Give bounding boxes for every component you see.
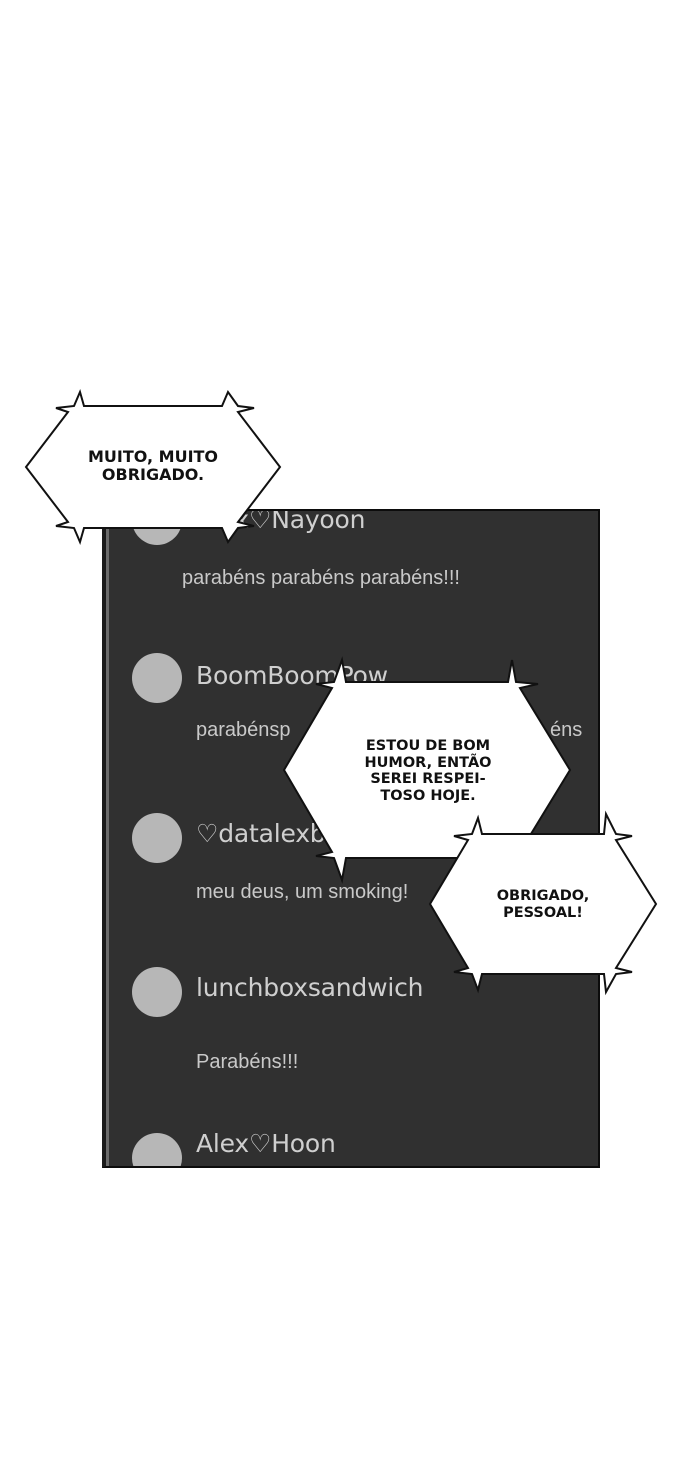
bubble-line: ESTOU DE BOM bbox=[365, 738, 491, 754]
comment-message: meu deus, um smoking! bbox=[196, 881, 409, 903]
bubble-line: HUMOR, ENTÃO bbox=[364, 754, 492, 771]
comment-message: parabéns parabéns parabéns!!! bbox=[182, 567, 460, 589]
comment-message-tail: éns bbox=[550, 719, 583, 741]
comment-message: Parabéns!!! bbox=[196, 1051, 299, 1073]
bubble-line: SEREI RESPEI- bbox=[370, 771, 486, 788]
bubble-shape bbox=[428, 810, 658, 996]
bubble-shape bbox=[24, 389, 282, 545]
avatar bbox=[132, 813, 182, 863]
bubble-line: TOSO HOJE. bbox=[380, 788, 476, 805]
avatar bbox=[132, 1133, 182, 1166]
speech-bubble-good-mood: ESTOU DE BOM HUMOR, ENTÃO SEREI RESPEI- … bbox=[282, 656, 574, 884]
speech-bubble-thanks: MUITO, MUITO OBRIGADO. bbox=[24, 389, 282, 545]
bubble-line: MUITO, MUITO bbox=[87, 447, 219, 466]
speech-bubble-thanks-everyone: OBRIGADO, PESSOAL! bbox=[428, 810, 658, 996]
bubble-line: PESSOAL! bbox=[503, 904, 583, 921]
comment-username: lunchboxsandwich bbox=[196, 973, 424, 1002]
avatar bbox=[132, 967, 182, 1017]
avatar bbox=[132, 653, 182, 703]
bubble-line: OBRIGADO. bbox=[101, 465, 205, 485]
comment-username: ♡datalexb bbox=[196, 819, 326, 848]
comment-message: parabénsp bbox=[196, 719, 291, 741]
bubble-line: OBRIGADO, bbox=[496, 888, 590, 904]
comment-username: Alex♡Hoon bbox=[196, 1129, 336, 1158]
